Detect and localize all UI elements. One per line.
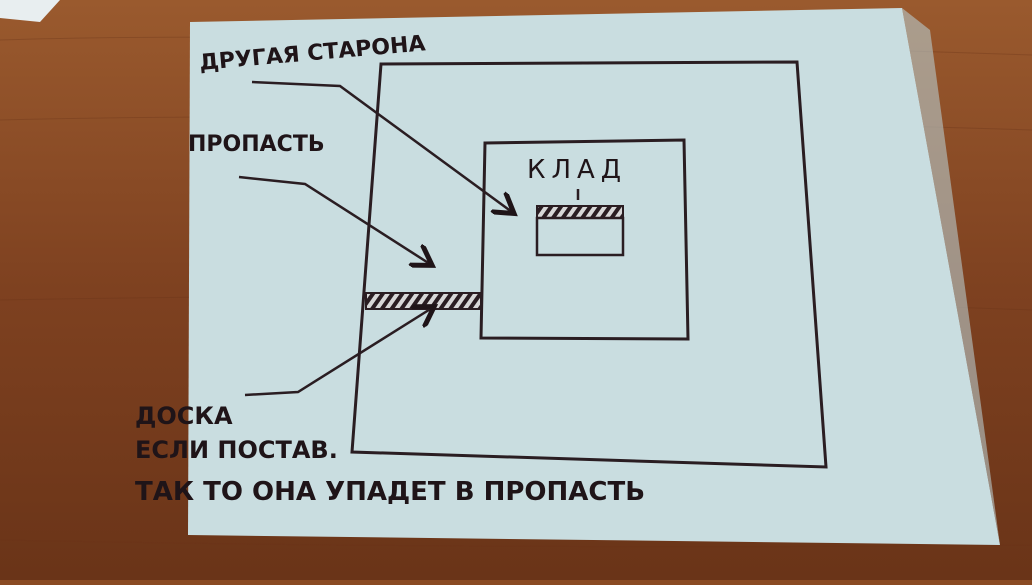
paper-sheet (188, 8, 1000, 545)
board-plank (365, 292, 482, 310)
arrow-board (244, 308, 432, 397)
label-will-fall: ТАК ТО ОНА УПАДЕТ В ПРОПАСТЬ (135, 477, 645, 507)
island-square (479, 138, 690, 341)
outer-square (350, 60, 828, 469)
arrow-other-side (251, 80, 512, 212)
label-if-placed: ЕСЛИ ПОСТАВ. (135, 436, 338, 464)
label-treasure: КЛАД (527, 155, 627, 185)
paper-scrap (0, 0, 60, 22)
label-board: ДОСКА (135, 402, 233, 430)
paper-shadow (902, 8, 1000, 545)
chest-body (535, 216, 625, 257)
arrow-chasm (238, 175, 430, 264)
chest-lid (536, 205, 624, 219)
label-chasm: ПРОПАСТЬ (188, 132, 325, 157)
